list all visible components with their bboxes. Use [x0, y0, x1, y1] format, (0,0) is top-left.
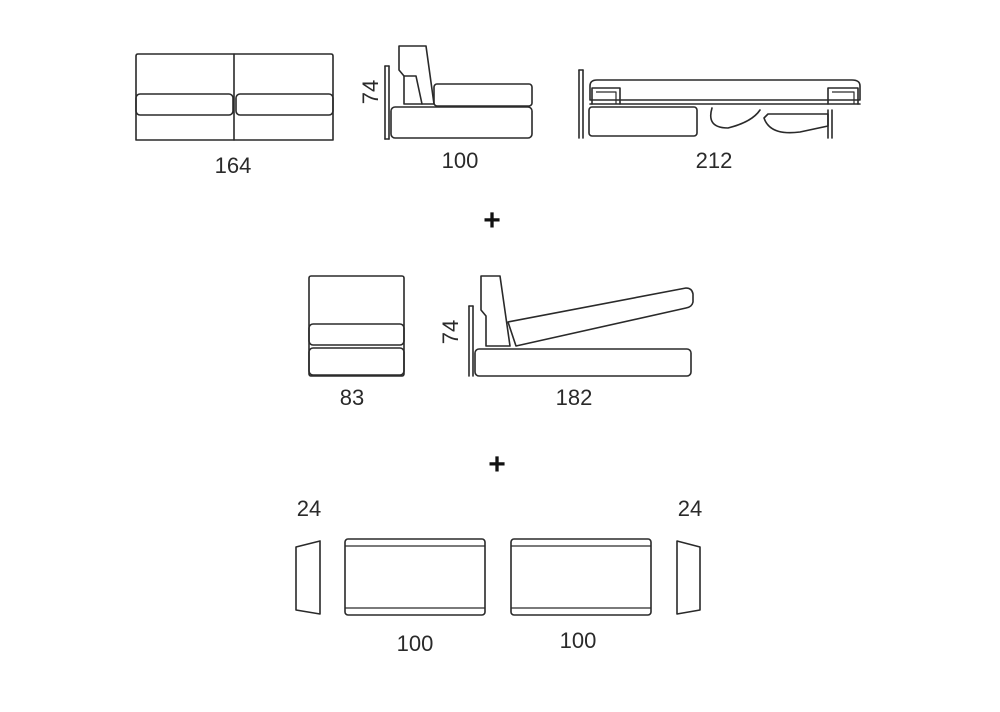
sofa-side-view: [384, 45, 533, 140]
plus-separator-2: +: [488, 448, 506, 481]
seat-module-1-width-label: 100: [397, 631, 434, 656]
sofa-side-depth-label: 100: [442, 148, 479, 173]
plus-separator-1: +: [483, 204, 501, 237]
chaise-side-view: [468, 275, 694, 377]
chaise-open-length-label: 182: [556, 385, 593, 410]
sofa-front-view: [135, 53, 334, 141]
right-arm-width-label: 24: [678, 496, 702, 521]
sofa-bed-open-view: [578, 69, 861, 139]
left-arm-width-label: 24: [297, 496, 321, 521]
seat-module-2-width-label: 100: [560, 628, 597, 653]
chaise-side-height-label: 74: [438, 320, 463, 344]
sofa-bed-open-length-label: 212: [696, 148, 733, 173]
sofa-side-height-label: 74: [358, 80, 383, 104]
sofa-front-width-label: 164: [215, 153, 252, 178]
left-arm-piece: [295, 540, 321, 615]
chaise-front-view: [308, 275, 405, 377]
seat-module-2: [510, 538, 652, 616]
seat-module-1: [344, 538, 486, 616]
chaise-front-width-label: 83: [340, 385, 364, 410]
right-arm-piece: [676, 540, 701, 615]
